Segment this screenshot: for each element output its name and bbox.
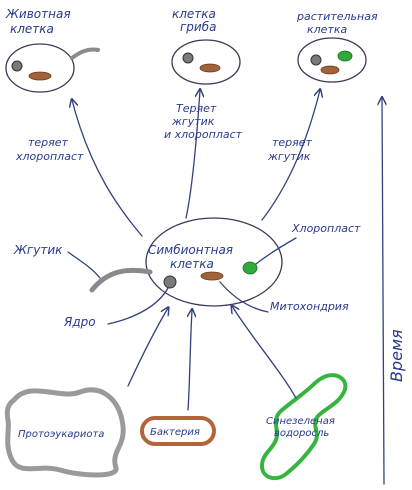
to-animal-label-1: теряет [28, 136, 69, 149]
bacterium-outline [140, 416, 216, 446]
nucleus-label: Ядро [63, 315, 96, 329]
animal-cell-label-2: клетка [10, 22, 54, 36]
animal-cell-membrane [5, 43, 75, 93]
protoeukaryote-outline [4, 387, 126, 478]
to-fungus-label-2: жгутик [171, 115, 215, 128]
symbiont-chloroplast-icon [242, 261, 258, 275]
plant-chloroplast-icon [337, 50, 353, 62]
arrow-from-bacterium [188, 310, 192, 411]
flagellum-label: Жгутик [13, 243, 63, 257]
plant-cell-label-2: клетка [307, 23, 347, 36]
plant-mitochondrion-icon [320, 65, 340, 75]
symbiont-mitochondrion-icon [200, 271, 224, 281]
symbiont-flagellum-icon [89, 267, 153, 293]
to-fungus-label-1: Теряет [176, 102, 217, 115]
fungus-cell-label-1: клетка [172, 7, 216, 21]
to-fungus-label-3: и хлоропласт [164, 128, 243, 141]
animal-mitochondrion-icon [28, 71, 52, 81]
cyanobacterium-outline [260, 373, 348, 481]
symbiont-cell-label-2: клетка [170, 257, 214, 271]
to-animal-label-2: хлоропласт [15, 150, 84, 163]
plant-cell [297, 37, 367, 83]
symbiont-cell-membrane [145, 217, 283, 307]
fungus-nucleus-icon [182, 52, 194, 64]
symbiont-cell [89, 217, 283, 307]
protoeukaryote-label: Протоэукариота [18, 429, 104, 440]
cyanobacterium-label-2: водоросль [274, 428, 329, 439]
nucleus-pointer [107, 287, 169, 325]
time-axis-arrow [382, 98, 384, 485]
fungus-cell-membrane [171, 39, 241, 85]
arrow-from-cyanobacterium [232, 306, 297, 399]
animal-nucleus-icon [11, 60, 23, 72]
chloroplast-pointer [255, 237, 297, 265]
animal-flagellum-icon [70, 47, 100, 60]
mitochondrion-pointer [219, 281, 269, 313]
mitochondrion-label: Митохондрия [270, 300, 349, 313]
plant-nucleus-icon [310, 54, 322, 66]
plant-cell-label-1: растительная [296, 10, 378, 23]
arrow-from-protoeukaryote [127, 308, 168, 387]
fungus-cell [171, 39, 241, 85]
arrow-to-animal-cell [72, 100, 143, 237]
animal-cell [5, 43, 100, 93]
fungus-cell-label-2: гриба [180, 20, 216, 34]
chloroplast-label: Хлоропласт [291, 222, 361, 235]
to-plant-label-2: жгутик [267, 150, 311, 163]
to-plant-label-1: теряет [272, 136, 313, 149]
cyanobacterium-label-1: Синезеленая [266, 416, 335, 427]
time-axis-label: Время [387, 329, 406, 382]
fungus-mitochondrion-icon [199, 63, 221, 73]
flagellum-pointer [67, 251, 101, 279]
symbiont-cell-label-1: Симбионтная [148, 243, 233, 257]
arrow-to-fungus-cell [185, 90, 200, 219]
symbiont-nucleus-icon [163, 275, 177, 289]
arrow-to-plant-cell [261, 90, 320, 221]
bacterium-label: Бактерия [150, 427, 200, 438]
animal-cell-label-1: Животная [5, 7, 71, 21]
plant-cell-membrane [297, 37, 367, 83]
